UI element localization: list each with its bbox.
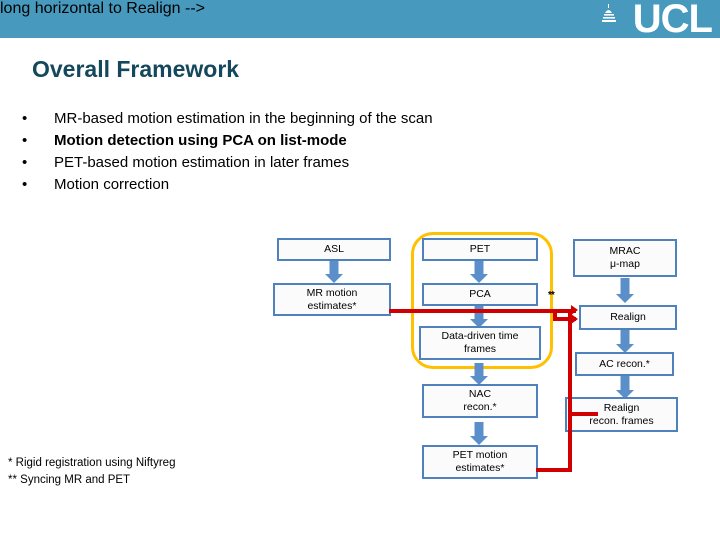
red-line-branch-drop	[553, 309, 557, 321]
node-pet[interactable]: PET	[422, 238, 538, 261]
ucl-dome-icon	[602, 4, 616, 22]
footnotes: * Rigid registration using Niftyreg ** S…	[8, 455, 175, 489]
bullet-text: Motion correction	[54, 176, 170, 193]
node-pca[interactable]: PCA	[422, 283, 538, 306]
red-line-mr-motion-to-realign	[389, 309, 576, 313]
bullet-marker: •	[22, 154, 28, 171]
bullet-text: PET-based motion estimation in later fra…	[54, 154, 350, 171]
node-realign[interactable]: Realign	[579, 305, 677, 330]
red-arrowhead-to-realign-b	[571, 314, 578, 324]
arrow-nac-to-pet-motion	[470, 422, 488, 445]
list-item: • MR-based motion estimation in the begi…	[22, 108, 622, 130]
node-ac-recon[interactable]: AC recon.*	[575, 352, 674, 376]
footnote-single-star: * Rigid registration using Niftyreg	[8, 457, 176, 469]
sync-marker-label: **	[548, 290, 555, 301]
page-title: Overall Framework	[32, 56, 240, 82]
bullet-marker: •	[22, 176, 28, 193]
bullet-text: MR-based motion estimation in the beginn…	[54, 110, 433, 127]
list-item: • Motion correction	[22, 174, 622, 196]
arrow-mrac-to-realign	[616, 278, 634, 303]
arrow-pet-to-pca	[470, 260, 488, 283]
header-bar	[0, 0, 720, 38]
arrow-time-frames-to-nac	[470, 363, 488, 385]
arrow-realign-to-ac-recon	[616, 330, 634, 353]
footnote-double-star: ** Syncing MR and PET	[8, 474, 131, 486]
red-line-branch-horizontal	[553, 317, 576, 321]
list-item: • PET-based motion estimation in later f…	[22, 152, 622, 174]
list-item: • Motion detection using PCA on list-mod…	[22, 130, 622, 152]
red-line-vertical-riser	[568, 313, 572, 472]
arrow-ac-recon-to-realign-frames	[616, 376, 634, 399]
bullet-list: • MR-based motion estimation in the begi…	[22, 108, 622, 196]
ucl-logo: UCL	[632, 0, 713, 41]
bullet-text: Motion detection using PCA on list-mode	[54, 132, 347, 149]
node-asl[interactable]: ASL	[277, 238, 391, 261]
bullet-marker: •	[22, 132, 28, 149]
arrow-asl-to-mr-motion	[325, 260, 343, 283]
bullet-marker: •	[22, 110, 28, 127]
red-line-to-realign-frames	[568, 412, 598, 416]
red-arrowhead-to-realign-a	[571, 305, 578, 315]
red-line-pet-motion-right	[536, 468, 572, 472]
